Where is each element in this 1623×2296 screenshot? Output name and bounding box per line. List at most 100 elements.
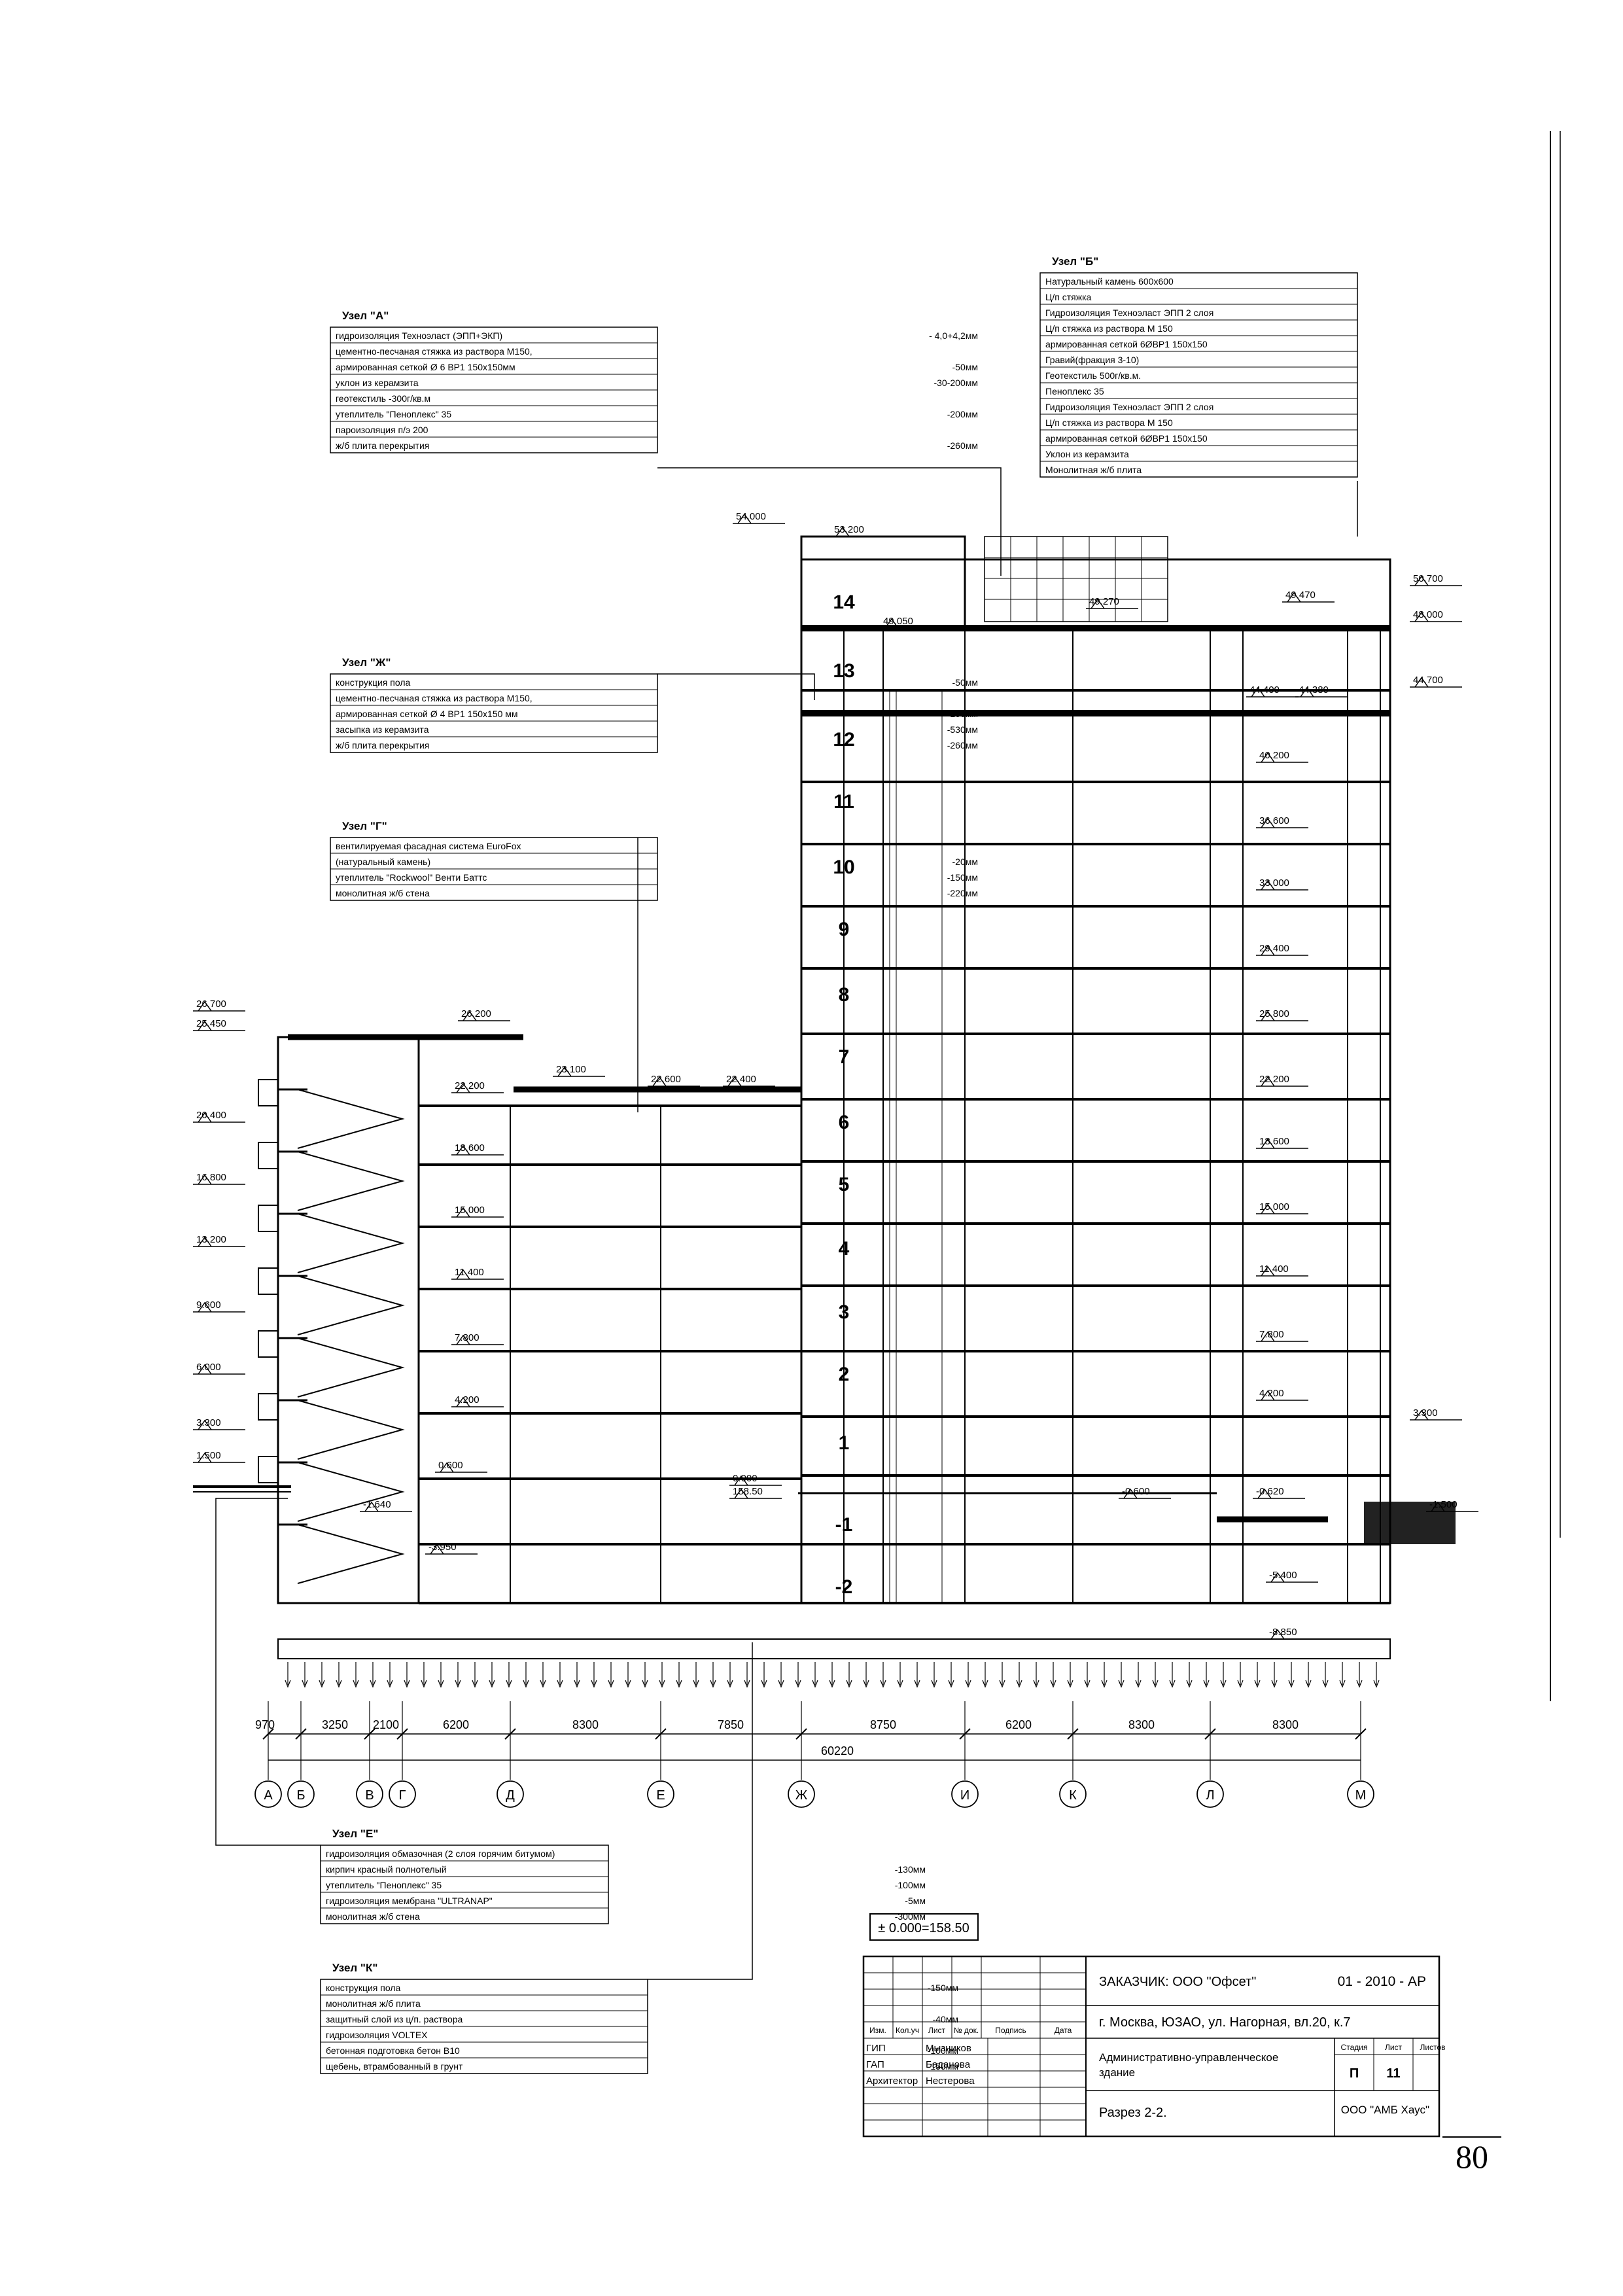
dim-slash: [655, 1728, 667, 1740]
pile-tip: [302, 1680, 308, 1688]
axis-bubble: [788, 1780, 815, 1808]
stair-flight: [297, 1151, 405, 1211]
level-mark-left: 1.500: [196, 1450, 221, 1461]
level-mark-left: 3.300: [196, 1417, 221, 1428]
stair-flight: [297, 1462, 405, 1522]
note-row-value: -200мм: [947, 409, 978, 419]
level-arrow: [1261, 817, 1275, 828]
level-arrow: [1431, 1501, 1445, 1512]
pile-tip: [438, 1680, 444, 1688]
level-arrow: [456, 1269, 470, 1280]
note-row-text: Ц/п стяжка из раствора М 150: [1045, 417, 1173, 428]
floor-slabs: [288, 625, 1390, 1604]
project-code: 01 - 2010 - АР: [1338, 1974, 1426, 1989]
note-row-text: конструкция пола: [336, 677, 411, 688]
note-row-value: -150мм: [947, 872, 978, 883]
level-arrow: [1123, 1488, 1138, 1499]
dim-total: 60220: [821, 1744, 854, 1757]
pile-tip: [1050, 1680, 1056, 1688]
level-arrow: [198, 1364, 212, 1375]
pile-tip: [914, 1680, 920, 1688]
note-row-text: армированная сеткой 6ØВР1 150х150: [1045, 433, 1208, 444]
ground-left: [193, 1485, 291, 1492]
stairs: [258, 1079, 405, 1584]
floor-number: 5: [839, 1174, 850, 1195]
note-row-text: Ц/п стяжка: [1045, 292, 1092, 302]
level-arrow: [734, 1488, 748, 1499]
level-mark-right: 33.000: [1259, 877, 1289, 889]
balcony-ledge: [258, 1456, 279, 1483]
level-mark-mid: 18.600: [455, 1142, 485, 1154]
note-row-text: утеплитель "Rockwool" Венти Баттс: [336, 872, 487, 883]
note-row-text: щебень, втрамбованный в грунт: [326, 2061, 463, 2072]
level-arrow: [198, 1236, 212, 1247]
level-arrow: [198, 1000, 212, 1012]
balcony-ledge: [258, 1267, 279, 1295]
note-row-value: -100мм: [928, 2045, 958, 2056]
stair-flight: [297, 1337, 405, 1398]
pile-tip: [846, 1680, 852, 1688]
stair-flight: [297, 1089, 405, 1149]
pile-tip: [540, 1680, 546, 1688]
pile-tip: [642, 1680, 648, 1688]
note-row-text: Монолитная ж/б плита: [1045, 465, 1142, 475]
leader-lines: [215, 467, 1358, 1980]
pile-tip: [1203, 1680, 1210, 1688]
level-mark-left: 16.800: [196, 1172, 226, 1183]
axis-letter: Б: [296, 1788, 305, 1803]
pile-tip: [1356, 1680, 1363, 1688]
pile-tip: [557, 1680, 563, 1688]
pile-tip: [761, 1680, 767, 1688]
pile-tip: [744, 1680, 750, 1688]
level-arrow: [1261, 1390, 1275, 1401]
roof-grid-panel: [984, 536, 1168, 622]
floor-number: 7: [839, 1046, 850, 1068]
level-arrow: [1414, 611, 1429, 622]
level-mark-mid: 23.100: [556, 1064, 586, 1075]
note-row-value: -150мм: [928, 1983, 958, 1993]
level-arrow: [1257, 1488, 1272, 1499]
level-mark-mid: -1.640: [363, 1499, 391, 1510]
pile-tip: [574, 1680, 580, 1688]
level-arrow: [737, 513, 752, 524]
pile-tip: [625, 1680, 631, 1688]
pile-tip: [404, 1680, 410, 1688]
level-mark-right: 49.270: [1089, 596, 1119, 607]
level-mark-right: 40.200: [1259, 750, 1289, 761]
level-mark-mid: 0.600: [438, 1460, 463, 1471]
level-arrow: [835, 526, 850, 537]
building-name: здание: [1099, 2066, 1135, 2079]
floor-number: 13: [833, 660, 854, 682]
pile-tip: [897, 1680, 903, 1688]
level-mark-right: 22.200: [1259, 1074, 1289, 1085]
level-arrow: [1261, 879, 1275, 891]
level-arrow: [1251, 686, 1265, 698]
pile-tip: [1118, 1680, 1125, 1688]
pile-tip: [1067, 1680, 1073, 1688]
note-tables: Узел "А"гидроизоляция Техноэласт (ЭПП+ЭК…: [320, 255, 1358, 2074]
level-mark-right: 36.600: [1259, 815, 1289, 826]
stage-hdr: Стадия: [1341, 2043, 1368, 2052]
balcony-ledge: [258, 1330, 279, 1358]
level-arrow: [1261, 1331, 1275, 1342]
axis-bubble: [1059, 1780, 1087, 1808]
pile-tip: [659, 1680, 665, 1688]
level-arrow: [1300, 686, 1314, 698]
pile-tip: [319, 1680, 325, 1688]
note-row-text: пароизоляция п/э 200: [336, 425, 428, 435]
level-mark-right: 44.700: [1413, 675, 1443, 686]
level-mark-right: 50.700: [1413, 573, 1443, 584]
note-title: Узел "Б": [1052, 255, 1098, 268]
zero-mark-text: ± 0.000=158.50: [878, 1921, 969, 1935]
level-mark-mid: 4.200: [455, 1394, 480, 1405]
note-frame: [320, 1845, 609, 1924]
note-row-text: ж/б плита перекрытия: [336, 740, 429, 751]
note-title: Узел "А": [342, 309, 389, 322]
dim-slash: [262, 1728, 274, 1740]
level-arrow: [734, 1475, 748, 1486]
note-row-text: конструкция пола: [326, 1983, 401, 1993]
pile-tip: [931, 1680, 937, 1688]
level-mark-mid: 0.000: [733, 1473, 758, 1484]
pile-tip: [591, 1680, 597, 1688]
